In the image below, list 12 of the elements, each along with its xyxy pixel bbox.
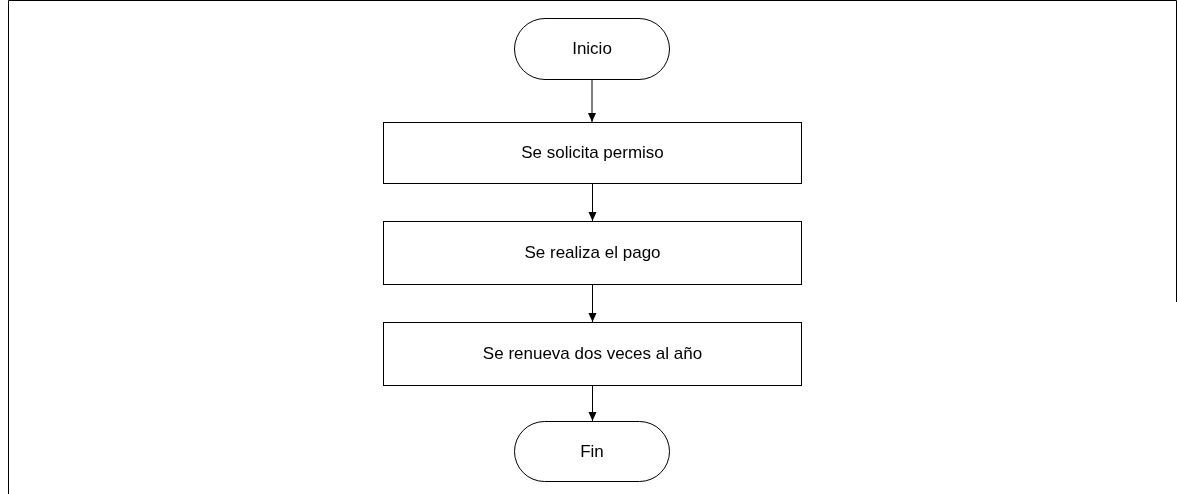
node-label: Inicio [572,39,612,59]
arrow [588,79,596,123]
arrow [588,385,597,422]
node-label: Se solicita permiso [521,143,664,163]
arrow [588,284,597,323]
node-label: Se realiza el pago [524,243,661,263]
process-box [383,322,802,386]
process-box [383,221,802,285]
process-box [383,122,802,184]
node-label: Fin [580,441,604,462]
arrow [588,183,597,222]
node-label: Se renueva dos veces al año [482,344,703,364]
